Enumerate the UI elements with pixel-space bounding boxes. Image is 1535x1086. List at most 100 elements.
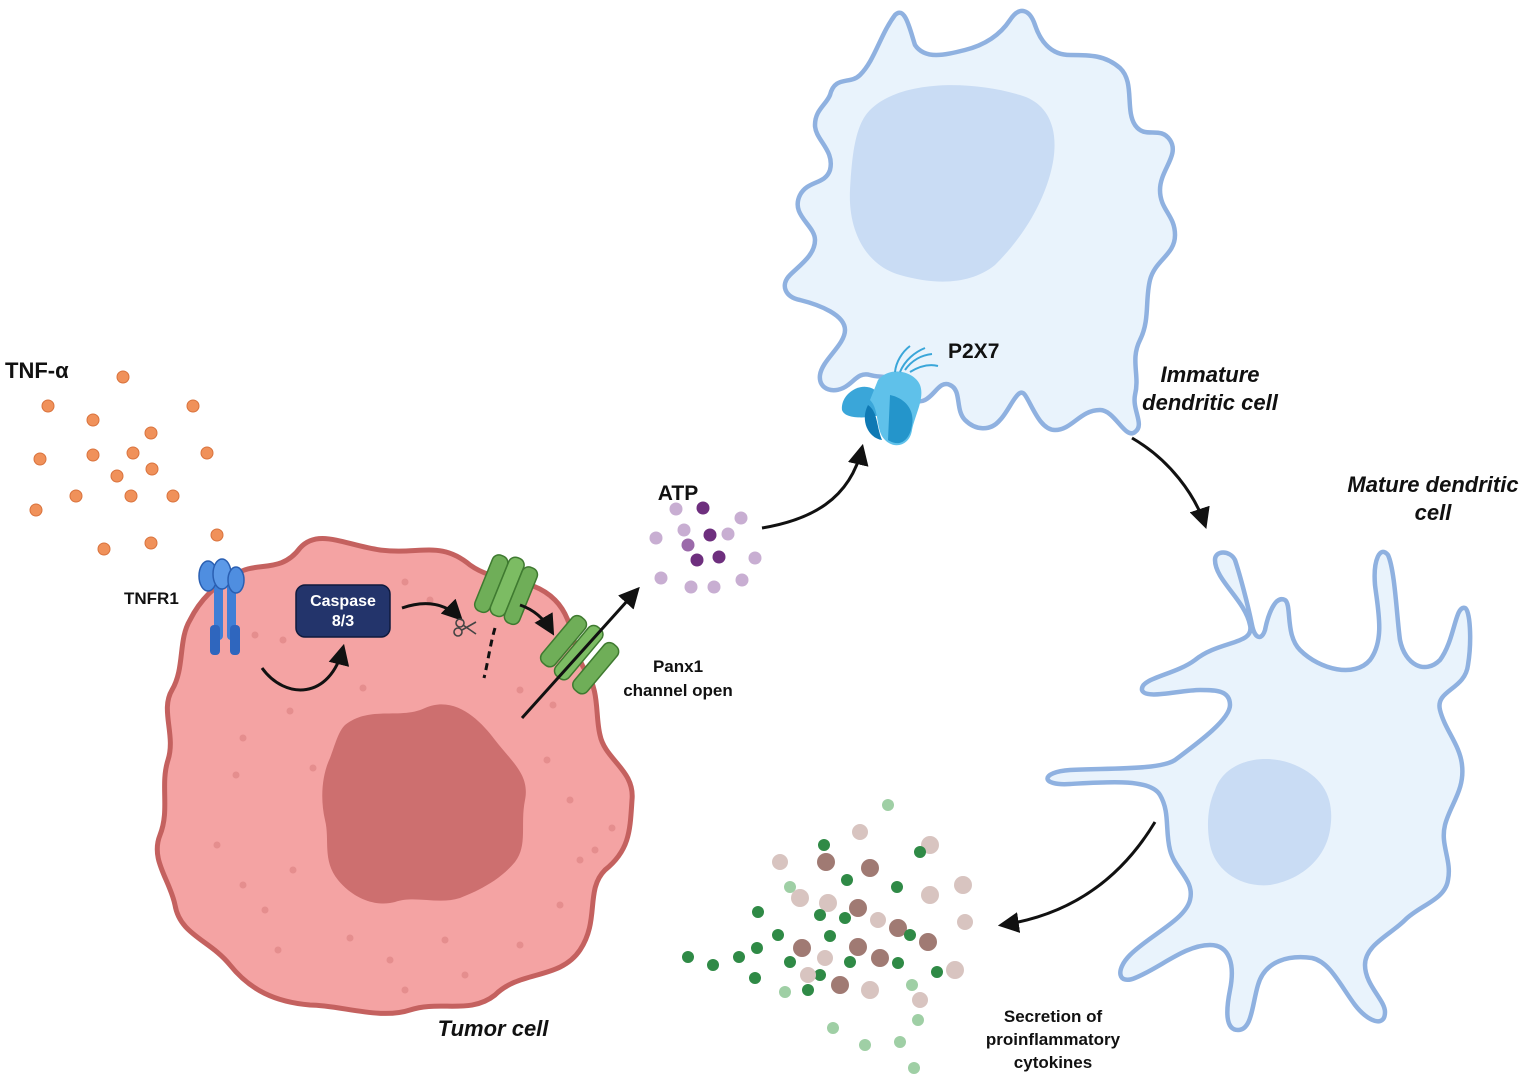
cytokine-dot	[889, 919, 907, 937]
tumor-granule	[279, 636, 287, 644]
cytokine-dot	[904, 929, 916, 941]
cytokine-dot	[824, 930, 836, 942]
tumor-granule	[516, 941, 524, 949]
tnf-alpha-dot	[126, 446, 140, 460]
cleaved-tail	[482, 627, 497, 679]
secretion-label-line2: proinflammatory	[986, 1030, 1121, 1049]
caspase-label-line1: Caspase	[310, 593, 376, 610]
tumor-cell-label: Tumor cell	[438, 1016, 550, 1041]
tumor-granule	[591, 846, 599, 854]
tnf-alpha-dot	[110, 469, 124, 483]
cytokine-dot	[791, 889, 809, 907]
tumor-granule	[556, 901, 564, 909]
tnf-alpha-dot	[210, 528, 224, 542]
tnf-alpha-dot	[86, 448, 100, 462]
atp-dot	[649, 531, 663, 545]
cytokine-dot	[682, 951, 694, 963]
cytokine-dot	[849, 899, 867, 917]
atp-dot	[721, 527, 735, 541]
atp-dot	[654, 571, 668, 585]
arrow-caspase-to-panx1	[401, 598, 463, 621]
cytokine-dot	[784, 956, 796, 968]
tumor-granule	[543, 756, 551, 764]
cytokine-dot	[957, 914, 973, 930]
arrow-panx1-opening	[519, 603, 555, 636]
mature-dc-nucleus	[1207, 758, 1332, 886]
arrow-atp-to-p2x7	[761, 443, 869, 530]
tumor-granule	[516, 686, 524, 694]
panx1-label-line2: channel open	[623, 681, 733, 700]
tumor-granule	[232, 771, 240, 779]
cytokine-dot	[707, 959, 719, 971]
atp-dot	[734, 511, 748, 525]
cytokine-dot	[814, 969, 826, 981]
cytokine-dot	[931, 966, 943, 978]
p2x7-label: P2X7	[948, 340, 999, 363]
tumor-granule	[261, 906, 269, 914]
tumor-granule	[346, 934, 354, 942]
tumor-granule	[386, 956, 394, 964]
tumor-granule	[608, 824, 616, 832]
panx1-label-line1: Panx1	[653, 657, 703, 676]
mature-dc-label-line1: Mature dendritic	[1347, 472, 1518, 497]
tumor-granule	[274, 946, 282, 954]
cytokine-dot	[772, 929, 784, 941]
tnf-alpha-molecules	[29, 370, 224, 556]
atp-dot	[703, 528, 717, 542]
tnf-alpha-dot	[186, 399, 200, 413]
cytokine-molecules	[682, 799, 973, 1074]
tnf-alpha-dot	[166, 489, 180, 503]
cytokine-dot	[852, 824, 868, 840]
cytokine-dot	[802, 984, 814, 996]
tnf-alpha-dot	[86, 413, 100, 427]
immature-dc-nucleus	[849, 85, 1055, 282]
cytokine-dot	[839, 912, 851, 924]
cytokine-dot	[894, 1036, 906, 1048]
cytokine-dot	[849, 938, 867, 956]
tumor-granule	[566, 796, 574, 804]
immature-dc-label-line2: dendritic cell	[1142, 390, 1279, 415]
atp-label: ATP	[658, 482, 698, 505]
atp-dot	[707, 580, 721, 594]
cytokine-dot	[892, 957, 904, 969]
tnf-alpha-dot	[144, 426, 158, 440]
tnf-alpha-label: TNF-α	[5, 358, 69, 383]
cytokine-dot	[784, 881, 796, 893]
cytokine-dot	[859, 1039, 871, 1051]
cytokine-dot	[819, 894, 837, 912]
mature-dc-label-line2: cell	[1415, 500, 1453, 525]
caspase-box: Caspase 8/3	[295, 584, 391, 638]
atp-dot	[684, 580, 698, 594]
cytokine-dot	[751, 942, 763, 954]
atp-molecules	[649, 501, 762, 594]
cytokine-dot	[841, 874, 853, 886]
cytokine-dot	[914, 846, 926, 858]
tumor-granule	[441, 936, 449, 944]
tumor-granule	[286, 707, 294, 715]
cytokine-dot	[946, 961, 964, 979]
tumor-granule	[426, 596, 434, 604]
cytokine-dot	[882, 799, 894, 811]
cytokine-dot	[800, 967, 816, 983]
cytokine-dot	[779, 986, 791, 998]
cytokine-dot	[906, 979, 918, 991]
tumor-cell	[154, 536, 635, 1016]
arrow-secretion	[997, 821, 1157, 933]
panx1-channel-closed	[473, 554, 539, 626]
tnf-alpha-dot	[69, 489, 83, 503]
cytokine-dot	[908, 1062, 920, 1074]
secretion-label-line3: cytokines	[1014, 1053, 1092, 1072]
tumor-granule	[239, 734, 247, 742]
tumor-granule	[239, 881, 247, 889]
cytokine-dot	[772, 854, 788, 870]
tnfr1-receptor	[198, 558, 245, 655]
cytokine-dot	[752, 906, 764, 918]
atp-dot	[681, 538, 695, 552]
tnf-alpha-dot	[97, 542, 111, 556]
tumor-granule	[401, 986, 409, 994]
secretion-label-line1: Secretion of	[1004, 1007, 1103, 1026]
cytokine-dot	[891, 881, 903, 893]
tumor-granule	[401, 578, 409, 586]
